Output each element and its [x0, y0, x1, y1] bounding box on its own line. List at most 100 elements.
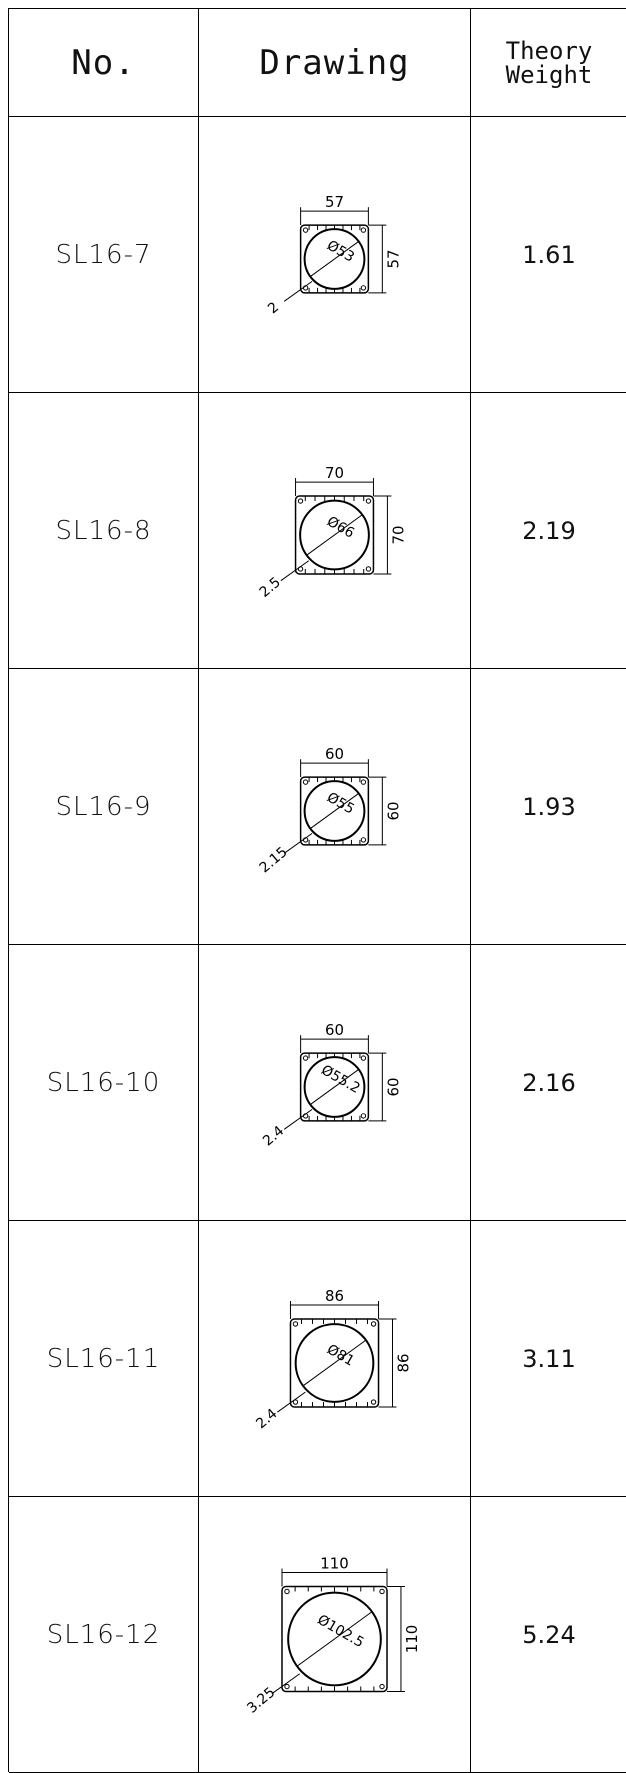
width-dimension-label: 110 [320, 1554, 349, 1572]
header-no-cell: No. [9, 9, 199, 116]
header-weight-cell: Theory Weight [471, 9, 626, 116]
screw-hole [302, 778, 309, 785]
theory-weight: 1.61 [522, 240, 576, 269]
screw-hole [302, 1054, 309, 1061]
diameter-leader [310, 240, 359, 277]
model-number: SL16-7 [55, 239, 152, 270]
theory-weight: 2.19 [522, 516, 576, 545]
theory-weight: 2.16 [522, 1068, 576, 1097]
diameter-leader [310, 1068, 359, 1105]
header-drawing-cell: Drawing [199, 9, 471, 116]
screw-hole [297, 497, 304, 504]
model-cell: SL16-11 [9, 1221, 199, 1496]
screw-hole [370, 1320, 377, 1327]
width-dimension-label: 60 [325, 745, 344, 763]
screw-hole [302, 226, 309, 233]
width-dimension-label: 70 [325, 464, 344, 482]
thickness-leader [283, 832, 313, 854]
screw-hole [360, 778, 367, 785]
screw-hole [360, 226, 367, 233]
thickness-leader [271, 1672, 301, 1694]
diameter-leader [306, 513, 363, 556]
thickness-leader [283, 1108, 313, 1130]
model-cell: SL16-7 [9, 117, 199, 392]
screw-hole [292, 1320, 299, 1327]
header-drawing: Drawing [259, 42, 410, 83]
screw-hole [292, 1398, 299, 1405]
profile-outline [289, 1317, 380, 1408]
thickness-leader [283, 280, 313, 302]
theory-weight: 5.24 [522, 1620, 576, 1649]
theory-weight: 3.11 [522, 1344, 576, 1373]
screw-hole [360, 1054, 367, 1061]
screw-hole [365, 565, 372, 572]
height-dimension-label: 60 [384, 801, 402, 820]
weight-cell: 3.11 [471, 1221, 626, 1496]
weight-cell: 2.19 [471, 393, 626, 668]
thickness-label: 2.4 [260, 1122, 287, 1149]
weight-cell: 1.61 [471, 117, 626, 392]
screw-hole [370, 1398, 377, 1405]
model-number: SL16-11 [46, 1343, 161, 1374]
screw-hole [360, 284, 367, 291]
thickness-label: 3.25 [244, 1684, 278, 1716]
height-dimension-label: 110 [403, 1624, 421, 1653]
model-cell: SL16-12 [9, 1497, 199, 1772]
thickness-label: 2.5 [257, 574, 284, 601]
model-cell: SL16-8 [9, 393, 199, 668]
screw-hole [360, 1112, 367, 1119]
diameter-leader [310, 792, 359, 829]
weight-cell: 5.24 [471, 1497, 626, 1772]
diameter-leader [296, 1610, 373, 1667]
height-dimension-label: 86 [394, 1353, 412, 1372]
header-no: No. [71, 42, 136, 83]
screw-hole [379, 1683, 385, 1689]
width-dimension-label: 57 [325, 193, 344, 211]
theory-weight: 1.93 [522, 792, 576, 821]
screw-hole [284, 1683, 290, 1689]
header-weight-line1: Theory [505, 36, 593, 65]
profile-outline [281, 1585, 388, 1692]
thickness-label: 2.4 [253, 1405, 280, 1432]
model-cell: SL16-10 [9, 945, 199, 1220]
header-weight-line2: Weight [505, 60, 593, 89]
weight-cell: 2.16 [471, 945, 626, 1220]
thickness-label: 2.15 [257, 844, 291, 876]
screw-hole [365, 497, 372, 504]
screw-hole [284, 1588, 290, 1594]
model-number: SL16-8 [55, 515, 152, 546]
height-dimension-label: 60 [384, 1077, 402, 1096]
screw-hole [379, 1588, 385, 1594]
model-number: SL16-12 [46, 1619, 161, 1650]
screw-hole [360, 836, 367, 843]
table-header: No. Drawing Theory Weight [9, 9, 626, 117]
weight-cell: 1.93 [471, 669, 626, 944]
width-dimension-label: 60 [325, 1021, 344, 1039]
height-dimension-label: 57 [384, 249, 402, 268]
thickness-leader [280, 559, 310, 581]
model-number: SL16-10 [46, 1067, 161, 1098]
thickness-label: 2 [265, 299, 282, 317]
thickness-leader [277, 1391, 306, 1412]
diameter-leader [302, 1339, 367, 1386]
width-dimension-label: 86 [325, 1287, 344, 1305]
